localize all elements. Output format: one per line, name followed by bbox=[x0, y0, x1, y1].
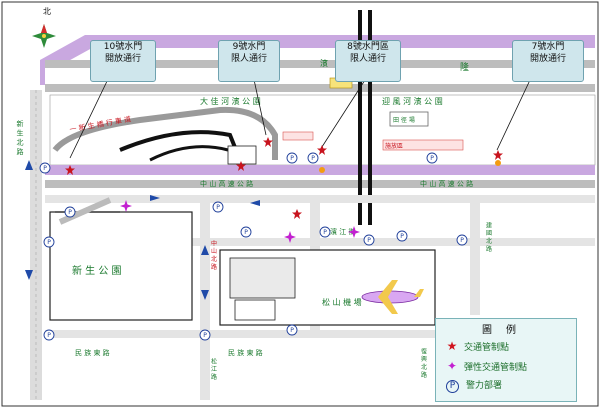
callout-gate-9: 9號水門 限人通行 bbox=[218, 40, 280, 82]
svg-text:P: P bbox=[290, 327, 294, 334]
stadium-box bbox=[389, 111, 429, 127]
callout-gate-10-desc: 開放通行 bbox=[104, 54, 141, 64]
callout-gate-9-title: 9號水門 bbox=[232, 42, 266, 52]
svg-text:P: P bbox=[68, 209, 72, 216]
bridge-road-left bbox=[358, 10, 362, 225]
label-park-daijia: 大 佳 河 濱 公 園 bbox=[200, 96, 261, 106]
label-jianguo-north-road: 建 國 北 路 bbox=[485, 221, 492, 253]
callout-gate-8-desc: 限人通行 bbox=[349, 54, 386, 64]
legend-title: 圖例 bbox=[482, 325, 530, 336]
svg-text:P: P bbox=[244, 229, 248, 236]
svg-text:P: P bbox=[43, 165, 47, 172]
callout-gate-7: 7號水門 開放通行 bbox=[512, 40, 584, 82]
police-icon: P bbox=[446, 380, 459, 393]
legend-item-police-label: 警力部署 bbox=[466, 381, 503, 391]
minzu-road-band bbox=[45, 330, 435, 338]
label-songshan: 松 山 機 場 bbox=[322, 297, 362, 307]
callout-gate-7-desc: 開放通行 bbox=[529, 54, 566, 64]
police-icon[interactable] bbox=[39, 152, 468, 341]
label-zhongshan-highway-2: 中 山 高 速 公 路 bbox=[420, 179, 473, 188]
bridge-road-right bbox=[368, 10, 372, 225]
svg-text:P: P bbox=[290, 155, 294, 162]
svg-text:P: P bbox=[47, 332, 51, 339]
label-park-yingfeng: 迎 風 河 濱 公 園 bbox=[382, 96, 443, 106]
label-minzu-road: 民 族 東 路 bbox=[75, 348, 110, 357]
legend-item-flexible-label: 彈性交通管制點 bbox=[464, 363, 528, 373]
callout-gate-8: 8號水門區 限人通行 bbox=[335, 40, 401, 82]
label-river-east: 隆 bbox=[460, 61, 469, 73]
callout-gate-8-title: 8號水門區 bbox=[347, 42, 389, 52]
red-star-icon[interactable] bbox=[65, 137, 503, 219]
airplane-icon bbox=[361, 280, 424, 314]
purple-star-icon[interactable] bbox=[120, 200, 360, 243]
label-binjiang-street: 濱 江 街 bbox=[330, 227, 355, 236]
ramp-road-2 bbox=[149, 145, 229, 162]
legend-item-control-label: 交通管制點 bbox=[464, 343, 510, 353]
label-fireworks-zone: 施放區 bbox=[385, 142, 403, 150]
svg-text:P: P bbox=[367, 237, 371, 244]
compass-icon bbox=[32, 24, 56, 48]
svg-text:P: P bbox=[430, 155, 434, 162]
park-belt bbox=[49, 94, 596, 166]
vertical-street-3 bbox=[470, 195, 480, 315]
label-minzu-road-2: 民 族 東 路 bbox=[228, 348, 263, 357]
purple-star-icon: ✦ bbox=[446, 359, 458, 373]
label-fuxing-north-road: 復 興 北 路 bbox=[420, 347, 427, 379]
label-xinsheng-park: 新 生 公 園 bbox=[72, 264, 122, 277]
building-box bbox=[227, 145, 257, 165]
west-road bbox=[30, 90, 42, 400]
label-river-mid1: 濱 bbox=[320, 58, 328, 68]
label-zhongshan-highway: 中 山 高 速 公 路 bbox=[200, 179, 253, 188]
label-stadium: 田 徑 場 bbox=[393, 116, 415, 124]
ramp-road bbox=[119, 130, 242, 161]
bike-path-loop bbox=[52, 106, 278, 160]
red-star-icon: ★ bbox=[446, 339, 458, 353]
svg-text:P: P bbox=[203, 332, 207, 339]
fireworks-zone-2 bbox=[382, 139, 464, 151]
callout-gate-10-title: 10號水門 bbox=[103, 42, 143, 52]
label-songjiang-road: 松 江 路 bbox=[210, 357, 217, 381]
svg-text:P: P bbox=[311, 155, 315, 162]
fireworks-zone-1 bbox=[282, 131, 314, 141]
callout-gate-7-title: 7號水門 bbox=[531, 42, 565, 52]
legend-item-control: ★ 交通管制點 bbox=[444, 339, 509, 353]
svg-text:P: P bbox=[323, 229, 327, 236]
callout-gate-9-desc: 限人通行 bbox=[230, 54, 267, 64]
traffic-arrows bbox=[25, 160, 260, 300]
svg-text:P: P bbox=[216, 204, 220, 211]
north-label: 北 bbox=[43, 7, 51, 16]
legend-item-flexible: ✦ 彈性交通管制點 bbox=[444, 359, 527, 373]
svg-text:P: P bbox=[400, 233, 404, 240]
svg-text:P: P bbox=[460, 237, 464, 244]
xinsheng-park-block bbox=[49, 211, 193, 321]
river-edge-top bbox=[40, 35, 595, 85]
svg-text:P: P bbox=[47, 239, 51, 246]
warning-dot-icon bbox=[319, 160, 501, 173]
legend-item-police: P 警力部署 bbox=[444, 379, 502, 393]
river-dyke-inner bbox=[45, 68, 595, 84]
callout-gate-10: 10號水門 開放通行 bbox=[90, 40, 156, 82]
label-zhongshan-north-road: 中 山 北 路 bbox=[210, 239, 217, 271]
map-legend: 圖例 ★ 交通管制點 ✦ 彈性交通管制點 P 警力部署 bbox=[435, 318, 577, 402]
label-xinsheng-north-road: 新 生 北 路 bbox=[16, 119, 24, 156]
zhongshan-highway bbox=[45, 180, 595, 188]
